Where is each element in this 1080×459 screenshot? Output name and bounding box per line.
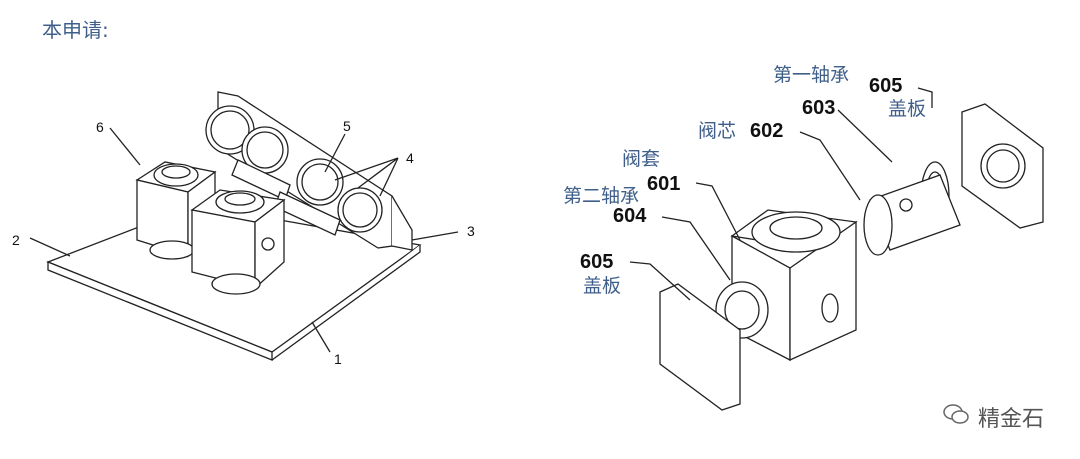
label-604: 604 <box>613 205 647 227</box>
label-3: 3 <box>467 223 475 239</box>
label-1: 1 <box>334 351 342 367</box>
watermark-text: 精金石 <box>977 407 1044 432</box>
page-heading: 本申请: <box>42 18 109 42</box>
left-assembly-drawing <box>29 91 459 361</box>
label-cover-top: 盖板 <box>888 98 926 120</box>
label-second-bearing: 第二轴承 <box>563 185 639 207</box>
label-605-top: 605 <box>869 75 902 97</box>
label-605-bottom: 605 <box>580 251 613 273</box>
label-602: 602 <box>750 120 783 142</box>
label-first-bearing: 第一轴承 <box>773 64 849 86</box>
right-exploded-drawing <box>629 87 1044 411</box>
label-5: 5 <box>343 118 351 134</box>
label-4: 4 <box>406 150 414 166</box>
label-cover-bottom: 盖板 <box>583 275 621 297</box>
wechat-official-account-icon <box>942 402 970 432</box>
label-valve-sleeve: 阀套 <box>622 148 660 170</box>
watermark: 精金石 <box>942 401 1044 433</box>
label-6: 6 <box>96 119 104 135</box>
label-601: 601 <box>647 173 680 195</box>
label-2: 2 <box>12 232 20 248</box>
label-603: 603 <box>802 97 835 119</box>
label-valve-core: 阀芯 <box>698 120 736 142</box>
